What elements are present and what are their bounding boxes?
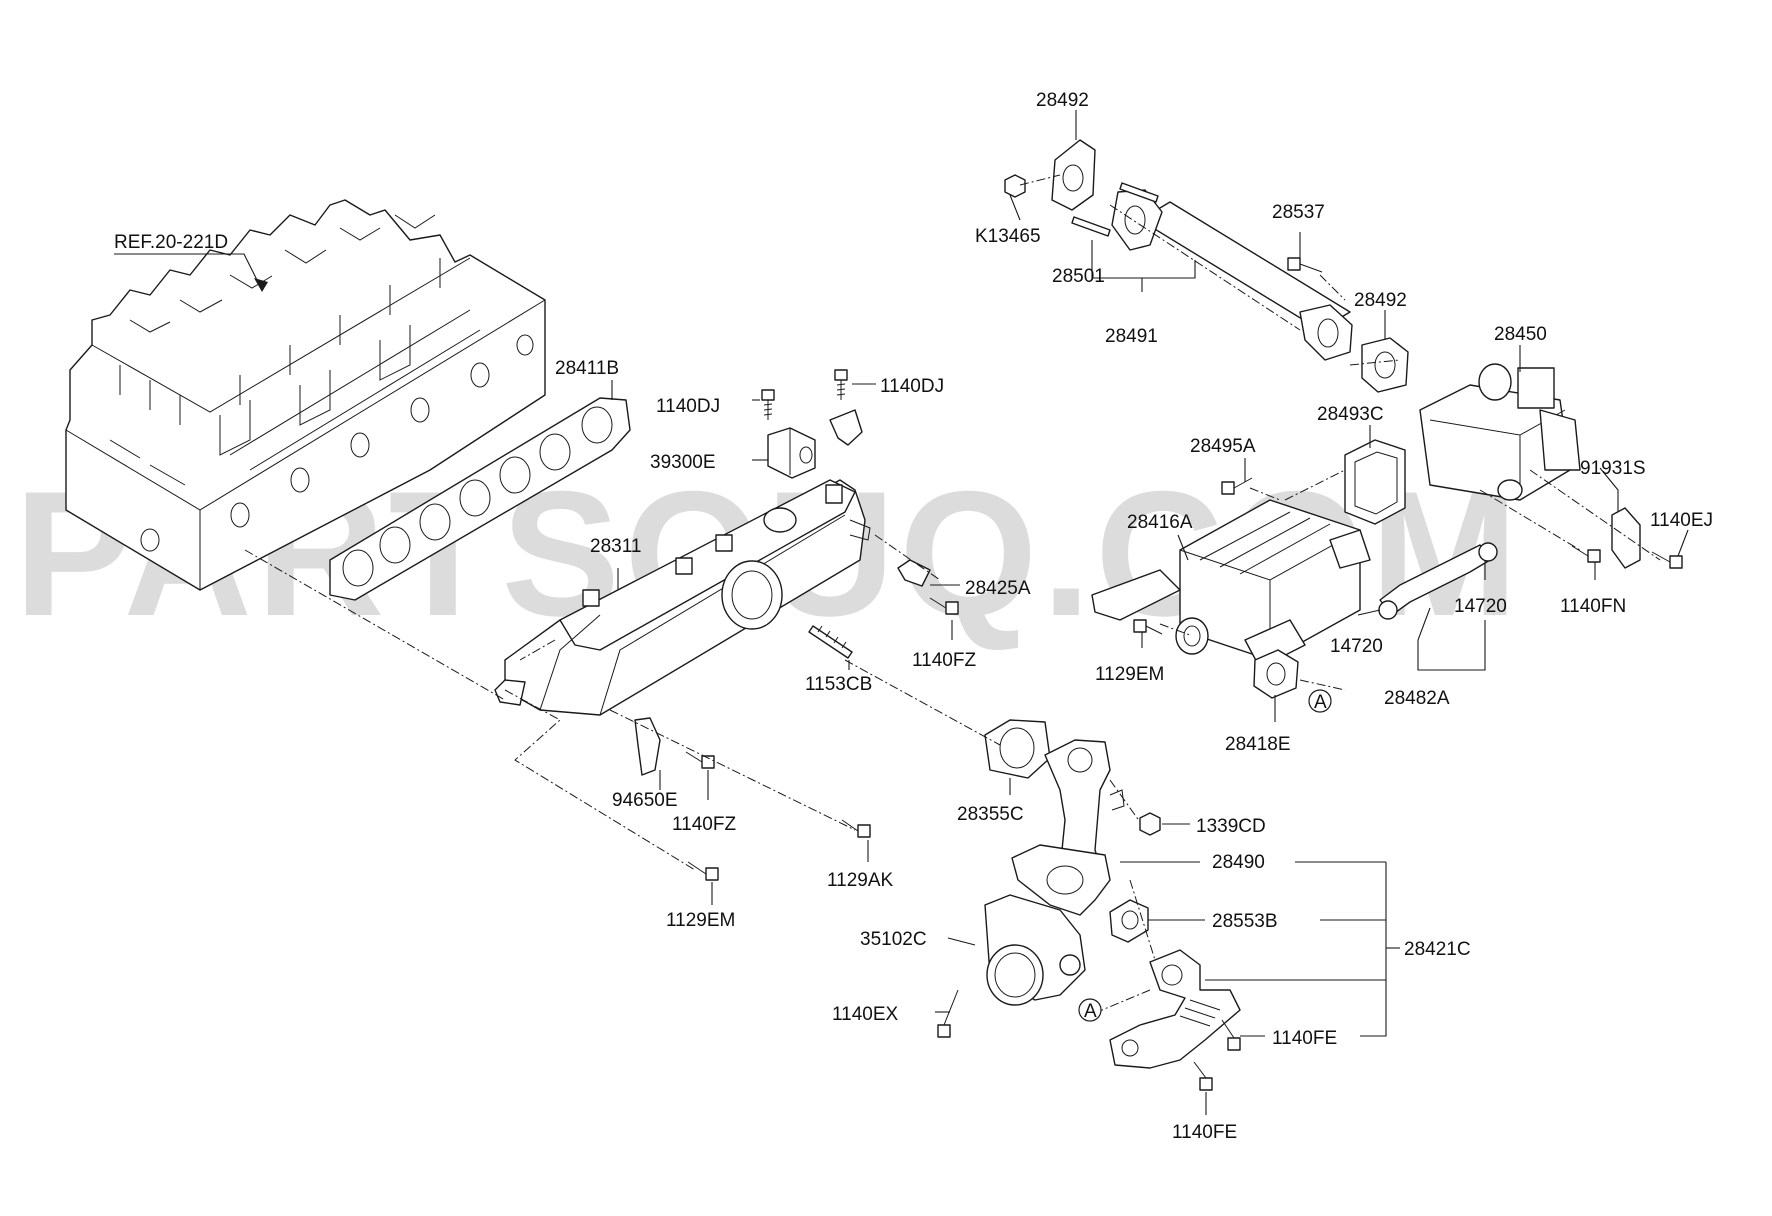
label-1140FN[interactable]: 1140FN — [1560, 596, 1626, 617]
label-28482A[interactable]: 28482A — [1384, 688, 1450, 709]
label-28492-top[interactable]: 28492 — [1036, 90, 1089, 111]
egr-valve[interactable] — [1419, 363, 1581, 501]
label-28495A[interactable]: 28495A — [1190, 436, 1256, 457]
gasket-28493C[interactable] — [1344, 439, 1406, 525]
label-28450[interactable]: 28450 — [1494, 324, 1547, 345]
gasket-28355C[interactable] — [984, 719, 1051, 779]
bolt-1140FE-bottom-icon[interactable] — [1193, 1061, 1213, 1091]
bolt-1140FZ-mid-icon[interactable] — [929, 597, 959, 615]
bolt-1129EM-right-icon[interactable] — [1133, 619, 1163, 635]
label-1140EX[interactable]: 1140EX — [832, 1004, 899, 1025]
gasket-28492-mid[interactable] — [1361, 337, 1409, 393]
gasket-28553B[interactable] — [1109, 899, 1149, 943]
label-1140FE-right[interactable]: 1140FE — [1272, 1028, 1337, 1049]
exhaust-manifold[interactable] — [494, 479, 871, 716]
bolt-28537-icon[interactable] — [1287, 257, 1323, 273]
label-28355C[interactable]: 28355C — [957, 804, 1024, 825]
callout-a-right[interactable]: A — [1308, 689, 1332, 713]
label-1140FE-bottom[interactable]: 1140FE — [1172, 1122, 1237, 1143]
sensor-39300E[interactable] — [767, 427, 816, 479]
clamp-14720-right-icon[interactable] — [1478, 542, 1498, 562]
leader-lines — [611, 110, 1689, 1115]
bracket-94650E[interactable] — [634, 717, 661, 776]
label-28418E[interactable]: 28418E — [1225, 734, 1291, 755]
alignment-lines — [244, 174, 1661, 1016]
bolt-1129EM-left-icon[interactable] — [687, 861, 719, 881]
reference-label[interactable]: REF.20-221D — [114, 232, 228, 253]
bolt-1140FE-right-icon[interactable] — [1221, 1019, 1241, 1051]
bracket-91931S[interactable] — [1611, 507, 1641, 569]
label-28425A[interactable]: 28425A — [965, 578, 1031, 599]
label-28491[interactable]: 28491 — [1105, 326, 1158, 347]
cylinder-head[interactable] — [65, 199, 546, 591]
label-1140DJ-left[interactable]: 1140DJ — [656, 396, 720, 417]
label-28553B[interactable]: 28553B — [1212, 911, 1278, 932]
stud-28501-icon[interactable] — [1071, 182, 1159, 237]
label-94650E[interactable]: 94650E — [612, 790, 678, 811]
bolt-1140EJ-icon[interactable] — [1651, 551, 1683, 569]
label-28490[interactable]: 28490 — [1212, 852, 1265, 873]
label-K13465[interactable]: K13465 — [975, 226, 1041, 247]
label-28501[interactable]: 28501 — [1052, 266, 1105, 287]
nut-K13465-icon[interactable] — [1004, 174, 1026, 198]
label-1129EM-left[interactable]: 1129EM — [666, 910, 735, 931]
gasket-28492-top[interactable] — [1051, 139, 1096, 211]
stud-1153CB-icon[interactable] — [808, 625, 853, 659]
label-28492-mid[interactable]: 28492 — [1354, 290, 1407, 311]
label-1140DJ-right[interactable]: 1140DJ — [880, 376, 944, 397]
egr-pipe[interactable] — [1111, 189, 1353, 361]
bolt-1129AK-icon[interactable] — [841, 819, 871, 838]
egr-cooler[interactable] — [1091, 499, 1371, 669]
label-28421C[interactable]: 28421C — [1404, 939, 1471, 960]
gasket-28418E[interactable] — [1253, 649, 1299, 699]
label-14720-right[interactable]: 14720 — [1454, 596, 1507, 617]
reference-callout[interactable]: REF.20-221D — [114, 232, 268, 292]
nut-1339CD-icon[interactable] — [1139, 812, 1161, 836]
label-1140FZ-mid[interactable]: 1140FZ — [912, 650, 976, 671]
bolt-1140FZ-low-icon[interactable] — [685, 751, 715, 769]
label-28311[interactable]: 28311 — [590, 536, 641, 557]
label-28411B[interactable]: 28411B — [555, 358, 619, 379]
label-1129AK[interactable]: 1129AK — [827, 870, 894, 891]
callout-a-bottom[interactable]: A — [1078, 998, 1102, 1022]
label-1140FZ-low[interactable]: 1140FZ — [672, 814, 736, 835]
part-labels: 28492 K13465 28501 28491 28537 28492 284… — [555, 90, 1713, 1143]
label-28493C[interactable]: 28493C — [1317, 404, 1384, 425]
bracket-28425A[interactable] — [897, 559, 931, 587]
bolt-1140DJ-right-icon[interactable] — [834, 369, 848, 400]
clamp-14720-left-icon[interactable] — [1378, 600, 1398, 620]
label-1339CD[interactable]: 1339CD — [1196, 816, 1266, 837]
label-28416A[interactable]: 28416A — [1127, 512, 1193, 533]
throttle-body-35102C[interactable] — [984, 894, 1086, 1006]
label-1153CB[interactable]: 1153CB — [805, 674, 872, 695]
bolt-1140FN-icon[interactable] — [1571, 545, 1601, 563]
label-35102C[interactable]: 35102C — [860, 929, 927, 950]
manifold-gasket[interactable] — [329, 397, 631, 601]
label-39300E[interactable]: 39300E — [650, 452, 716, 473]
label-91931S[interactable]: 91931S — [1580, 458, 1646, 479]
callout-a-bottom-text: A — [1084, 1001, 1097, 1022]
bolt-28495A-icon[interactable] — [1221, 477, 1253, 495]
label-14720-left[interactable]: 14720 — [1330, 636, 1383, 657]
label-28537[interactable]: 28537 — [1272, 202, 1325, 223]
label-1140EJ[interactable]: 1140EJ — [1650, 510, 1713, 531]
pipe-28421C[interactable] — [1109, 949, 1241, 1069]
label-1129EM-right[interactable]: 1129EM — [1095, 664, 1164, 685]
callout-a-right-text: A — [1314, 692, 1327, 713]
bolt-1140DJ-left-icon[interactable] — [761, 389, 775, 420]
throttle-flange[interactable] — [1011, 844, 1111, 916]
bracket-sensor[interactable] — [829, 409, 863, 446]
bolt-1140EX-icon[interactable] — [937, 989, 959, 1038]
